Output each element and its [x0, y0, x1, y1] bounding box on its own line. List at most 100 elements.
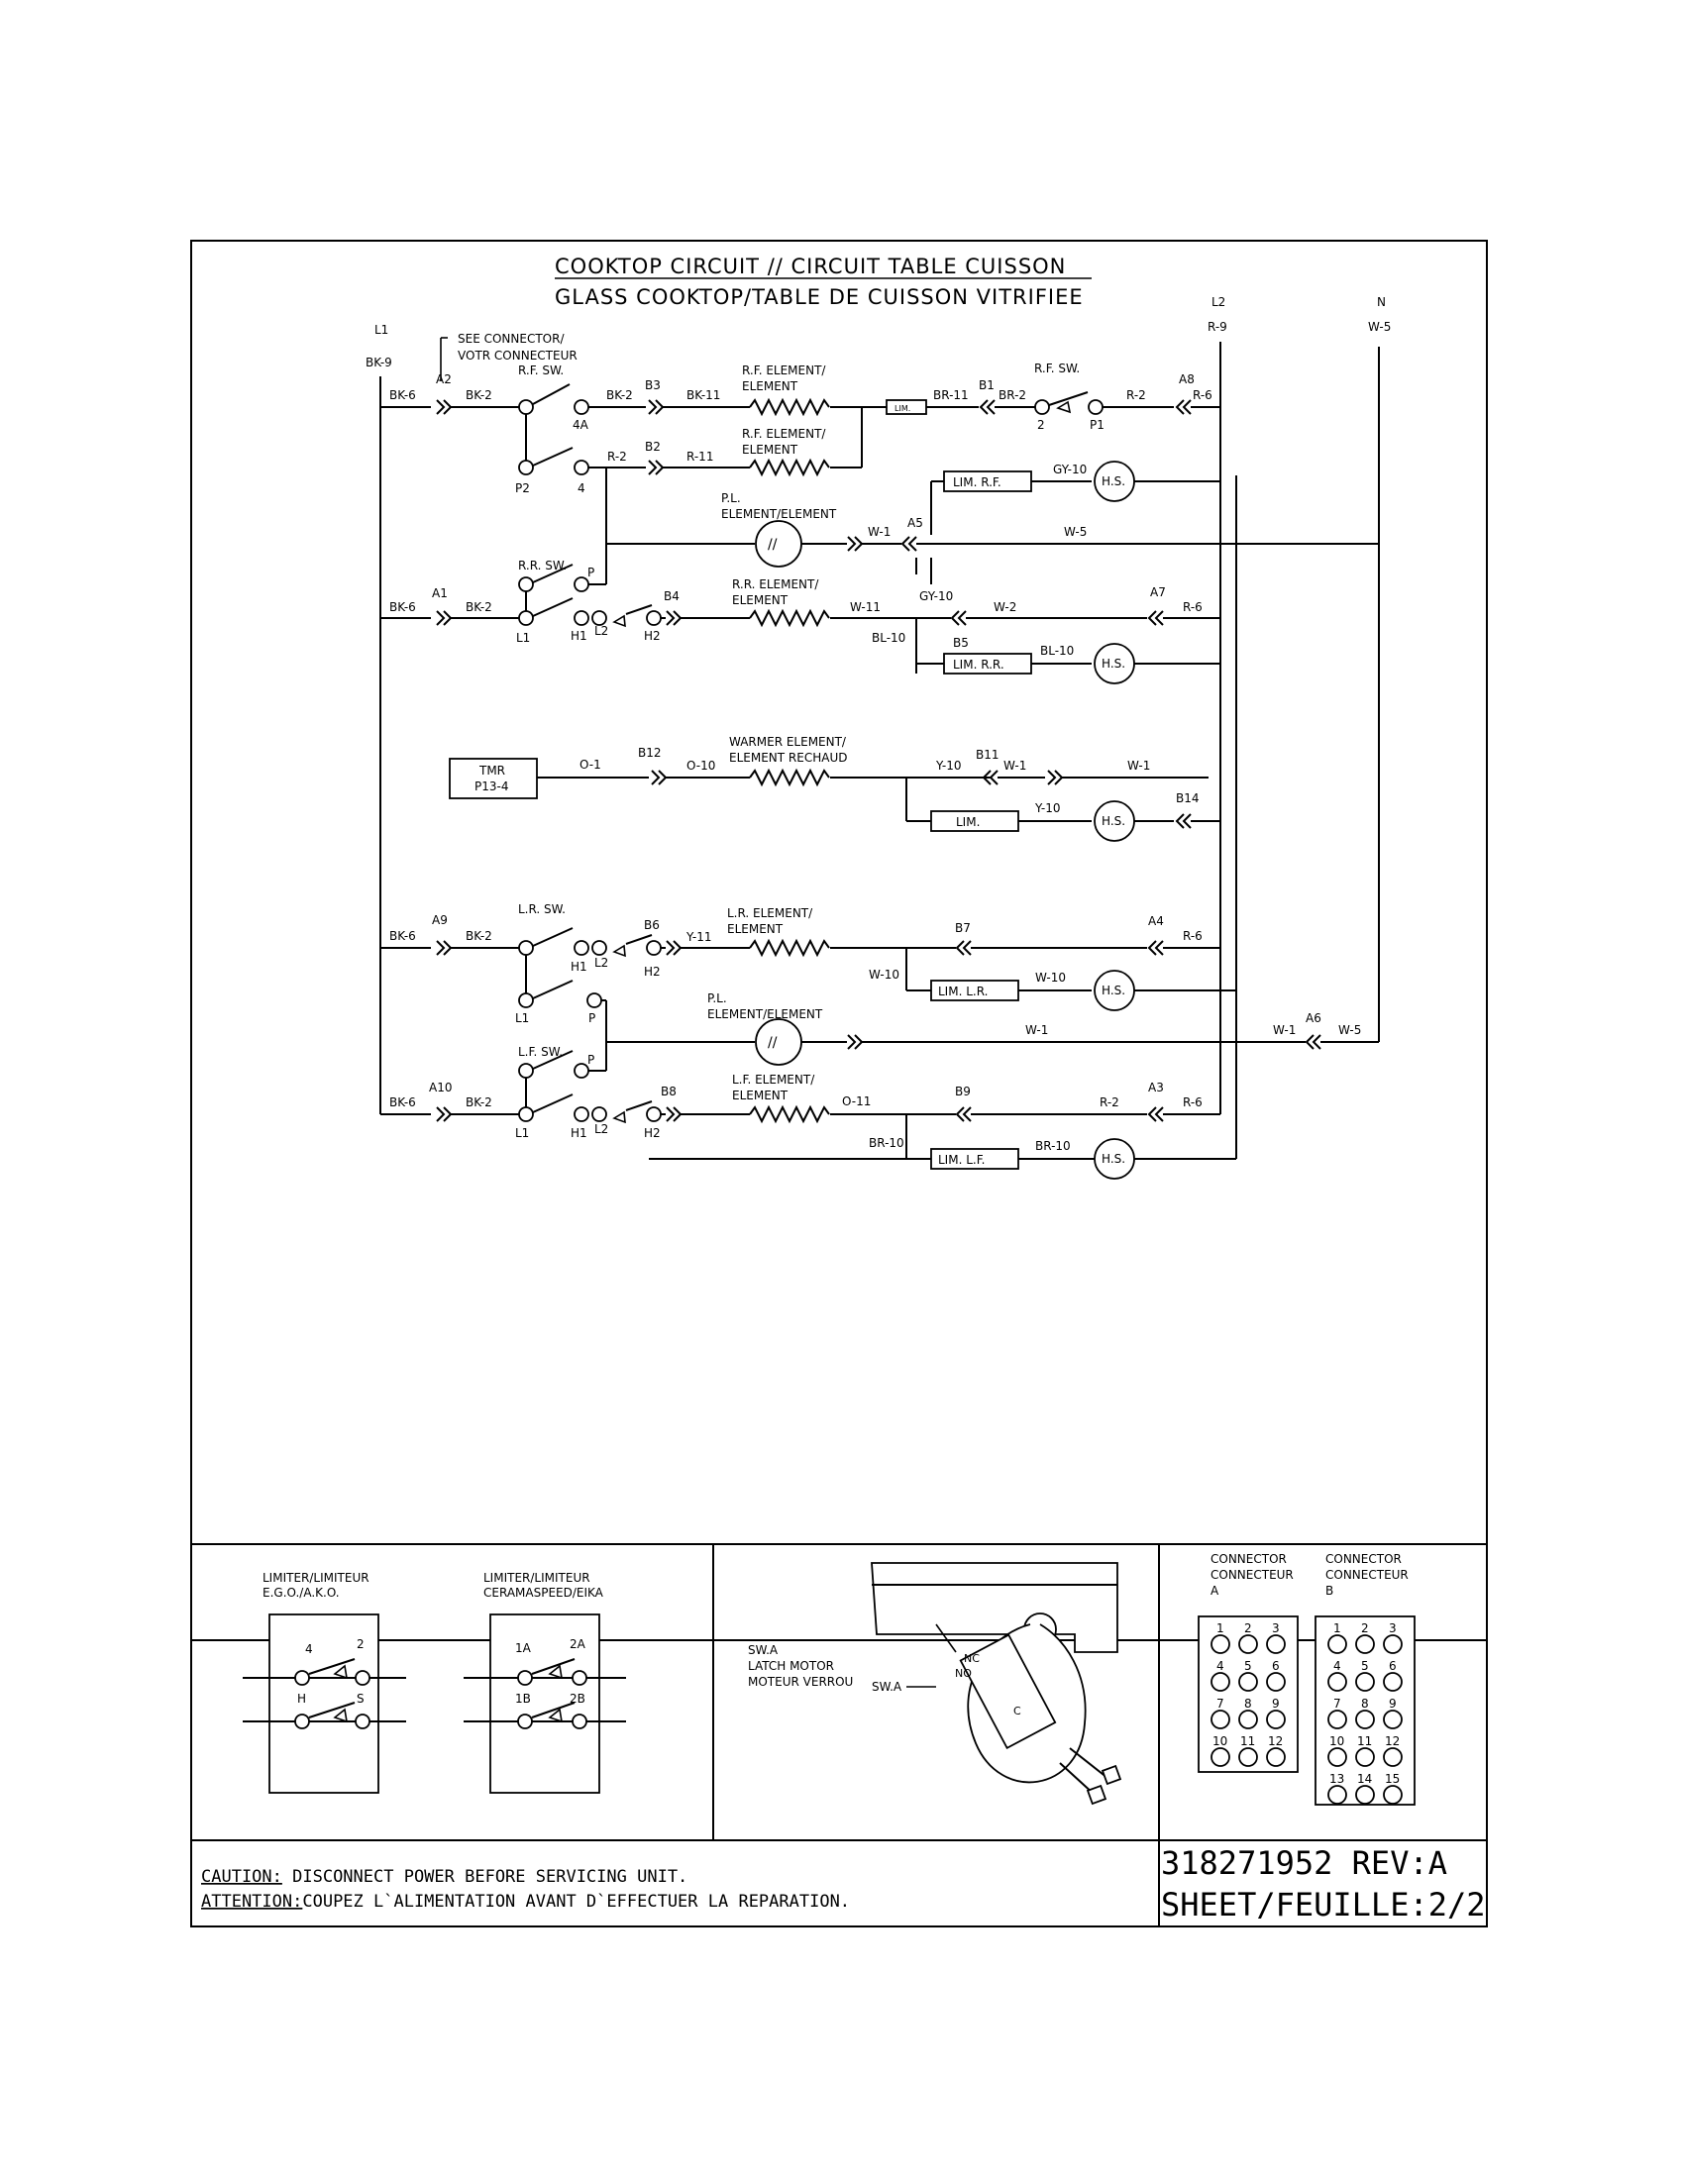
- n-wire-label: W-5: [1368, 320, 1391, 334]
- rf-terminal-2: 2: [1037, 418, 1045, 432]
- connector-b-pin-label-8: 8: [1361, 1697, 1369, 1711]
- connector-a-pin-5: [1238, 1672, 1258, 1692]
- lr-wire-sw: BK-2: [466, 929, 492, 943]
- lf-wire-r6: R-6: [1183, 1095, 1203, 1109]
- see-connector-note-2: VOTR CONNECTEUR: [458, 349, 578, 363]
- connector-a-pin-11: [1238, 1747, 1258, 1767]
- latch-c-label: C: [1013, 1705, 1021, 1717]
- lf-terminal-p: P: [587, 1053, 594, 1067]
- connector-b-pin-label-2: 2: [1361, 1621, 1369, 1635]
- lf-conn-a3: A3: [1148, 1081, 1164, 1094]
- connector-b-pin-label-6: 6: [1389, 1659, 1397, 1673]
- warmer-wire-o10: O-10: [686, 759, 715, 773]
- connector-b-label: CONNECTOR: [1325, 1552, 1402, 1566]
- lr-element-label-2: ELEMENT: [727, 922, 784, 936]
- warmer-wire-y10b: Y-10: [1034, 801, 1061, 815]
- lr-terminal-l2: L2: [594, 956, 608, 970]
- latch-motor-housing: [871, 1562, 1118, 1653]
- connector-a-label-3: A: [1210, 1584, 1219, 1598]
- connector-b-pin-label-5: 5: [1361, 1659, 1369, 1673]
- pl-top-label: P.L.: [721, 491, 741, 505]
- connector-a-pin-6: [1266, 1672, 1286, 1692]
- rf-conn-b3: B3: [645, 378, 661, 392]
- lf-wire-r2: R-2: [1100, 1095, 1119, 1109]
- rr-element-label: R.R. ELEMENT/: [732, 577, 819, 591]
- n-label: N: [1377, 295, 1386, 309]
- limiter-ego-terminal-h: H: [297, 1692, 306, 1706]
- connector-a-pin-label-2: 2: [1244, 1621, 1252, 1635]
- warmer-element-label-2: ELEMENT RECHAUD: [729, 751, 847, 765]
- rr-terminal-l2: L2: [594, 624, 608, 638]
- rr-wire-w11: W-11: [850, 600, 881, 614]
- connector-b-label-2: CONNECTEUR: [1325, 1568, 1409, 1582]
- lf-terminal-l2: L2: [594, 1122, 608, 1136]
- connector-a-label: CONNECTOR: [1210, 1552, 1287, 1566]
- connector-a-pin-2: [1238, 1634, 1258, 1654]
- warmer-wire-w1b: W-1: [1127, 759, 1150, 773]
- lr-wire-y11: Y-11: [685, 930, 712, 944]
- rf-switch-terminal: [518, 399, 534, 415]
- pilot-light-top-glyph: //: [768, 537, 778, 553]
- timer-label: TMR: [478, 764, 505, 778]
- connector-a-pin-label-12: 12: [1268, 1734, 1283, 1748]
- rf-wire-b3a: BK-2: [606, 388, 633, 402]
- l2-label: L2: [1211, 295, 1225, 309]
- connector-a-pin-4: [1210, 1672, 1230, 1692]
- latch-switch-block: [959, 1633, 1057, 1750]
- latch-nc-label: NC: [964, 1652, 980, 1665]
- lr-wire-in: BK-6: [389, 929, 416, 943]
- limiter-ego-diagram: [268, 1613, 379, 1794]
- rr-wire-sw: BK-2: [466, 600, 492, 614]
- connector-a-pin-label-8: 8: [1244, 1697, 1252, 1711]
- hot-surface-rr-label: H.S.: [1102, 657, 1125, 671]
- latch-no-label: NO: [955, 1667, 972, 1680]
- rf-limiter-small-label: LIM.: [895, 404, 910, 413]
- limiter-cs-label: LIMITER/LIMITEUR: [483, 1571, 590, 1585]
- rf-conn-b1: B1: [979, 378, 995, 392]
- attention-text: COUPEZ L`ALIMENTATION AVANT D`EFFECTUER …: [302, 1892, 850, 1912]
- rf-terminal-p2: P2: [515, 481, 530, 495]
- warmer-conn-b11: B11: [976, 748, 1000, 762]
- limiter-rr-label: LIM. R.R.: [953, 658, 1004, 672]
- rr-wire-w2: W-2: [994, 600, 1016, 614]
- rf-wire-sw: BK-2: [466, 388, 492, 402]
- connector-a-pin-label-1: 1: [1216, 1621, 1224, 1635]
- l1-label: L1: [374, 323, 388, 337]
- hot-surface-lr-label: H.S.: [1102, 984, 1125, 997]
- pl-top-wire-w5: W-5: [1064, 525, 1087, 539]
- connector-b-pin-12: [1383, 1747, 1403, 1767]
- caution-label: CAUTION:: [201, 1867, 282, 1887]
- connector-b-pin-7: [1327, 1710, 1347, 1729]
- lr-terminal-p: P: [588, 1011, 595, 1025]
- lf-wire-sw: BK-2: [466, 1095, 492, 1109]
- connector-a-pin-label-4: 4: [1216, 1659, 1224, 1673]
- connector-b-pin-3: [1383, 1634, 1403, 1654]
- connector-b-pin-6: [1383, 1672, 1403, 1692]
- connector-b-pin-2: [1355, 1634, 1375, 1654]
- warmer-wire-w1a: W-1: [1003, 759, 1026, 773]
- limiter-cs-terminal-2b: 2B: [570, 1692, 585, 1706]
- connector-b-pin-10: [1327, 1747, 1347, 1767]
- connector-a-pin-7: [1210, 1710, 1230, 1729]
- rf-conn-b2: B2: [645, 440, 661, 454]
- timer-box: [449, 758, 538, 799]
- limiter-ego-label-2: E.G.O./A.K.O.: [263, 1586, 340, 1600]
- attention-label: ATTENTION:: [201, 1892, 302, 1912]
- connector-a-pin-3: [1266, 1634, 1286, 1654]
- hot-surface-lf-label: H.S.: [1102, 1152, 1125, 1166]
- connector-b-pin-5: [1355, 1672, 1375, 1692]
- connector-a-pin-label-5: 5: [1244, 1659, 1252, 1673]
- rr-conn-b4: B4: [664, 589, 680, 603]
- lf-wire-br10a: BR-10: [869, 1136, 904, 1150]
- see-connector-note: SEE CONNECTOR/: [458, 332, 565, 346]
- diagram-subtitle: GLASS COOKTOP/TABLE DE CUISSON VITRIFIEE: [555, 285, 1084, 309]
- connector-b-pin-label-10: 10: [1329, 1734, 1344, 1748]
- connector-b-pin-label-4: 4: [1333, 1659, 1341, 1673]
- connector-b-pin-11: [1355, 1747, 1375, 1767]
- warmer-wire-o1: O-1: [579, 758, 601, 772]
- rr-wire-bl10a: BL-10: [872, 631, 905, 645]
- connector-a-pin-8: [1238, 1710, 1258, 1729]
